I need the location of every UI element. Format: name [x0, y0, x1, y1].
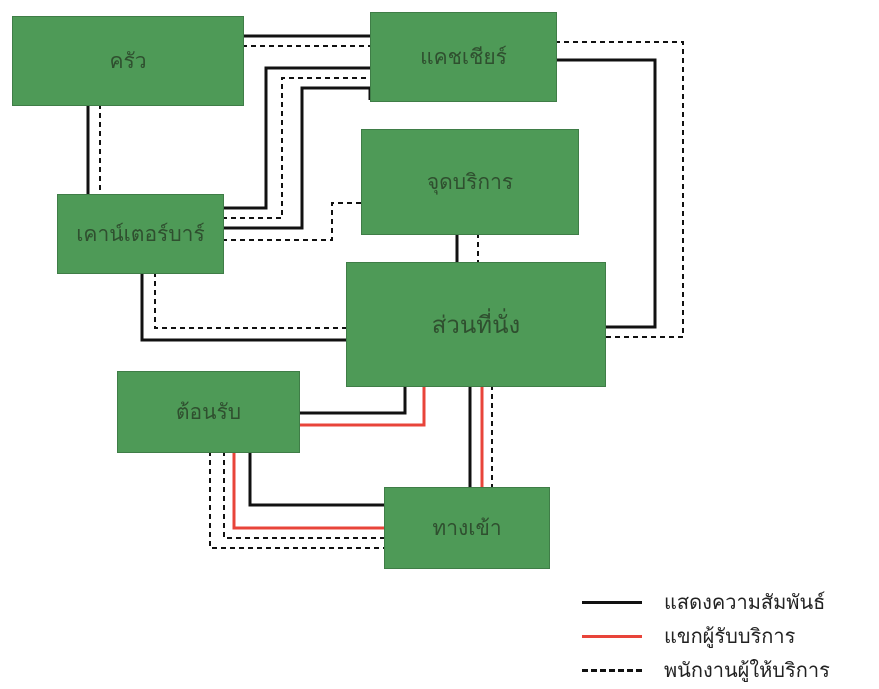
node-entrance-label: ทางเข้า	[432, 512, 501, 545]
line-counter-seating-solid	[142, 272, 346, 340]
line-reception-entrance-dashed-outer	[210, 451, 384, 548]
line-counter-cashier-dashed	[222, 78, 372, 218]
node-seating-label: ส่วนที่นั่ง	[432, 305, 520, 344]
line-reception-entrance-red	[234, 451, 384, 528]
node-reception: ต้อนรับ	[117, 371, 300, 453]
legend-swatch-solid-black	[582, 601, 642, 604]
node-service-point: จุดบริการ	[361, 129, 579, 235]
legend-staff: พนักงานผู้ให้บริการ	[582, 654, 830, 686]
node-reception-label: ต้อนรับ	[176, 396, 241, 429]
legend-swatch-solid-red	[582, 635, 642, 638]
legend-customer: แขกผู้รับบริการ	[582, 620, 795, 652]
legend-customer-label: แขกผู้รับบริการ	[664, 620, 795, 652]
node-kitchen-label: ครัว	[109, 45, 146, 78]
node-cashier: แคชเชียร์	[370, 12, 557, 102]
node-service-point-label: จุดบริการ	[427, 166, 513, 199]
legend-relationship: แสดงความสัมพันธ์	[582, 586, 825, 618]
node-seating: ส่วนที่นั่ง	[346, 262, 606, 387]
line-reception-seating-solid	[298, 385, 405, 413]
node-entrance: ทางเข้า	[384, 487, 550, 569]
node-counter-label: เคาน์เตอร์บาร์	[76, 218, 204, 251]
line-reception-entrance-dashed-inner	[224, 451, 384, 538]
legend-swatch-dashed	[582, 669, 642, 672]
line-counter-seating-dashed	[155, 272, 346, 328]
node-kitchen: ครัว	[12, 16, 244, 106]
line-reception-entrance-solid	[250, 451, 384, 505]
legend-staff-label: พนักงานผู้ให้บริการ	[664, 654, 830, 686]
node-cashier-label: แคชเชียร์	[420, 41, 507, 74]
node-counter: เคาน์เตอร์บาร์	[57, 194, 224, 274]
legend-relationship-label: แสดงความสัมพันธ์	[664, 586, 825, 618]
